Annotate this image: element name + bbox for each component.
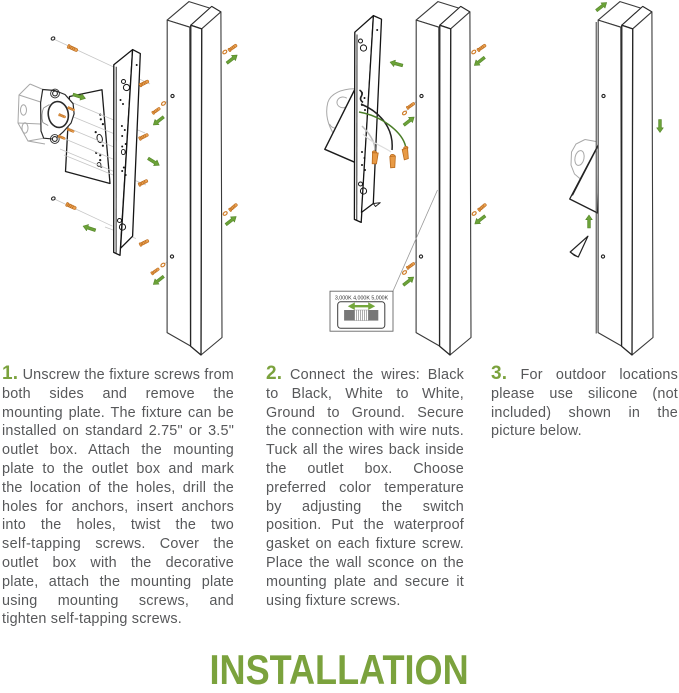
svg-text:3,000K 4,000K 5,000K: 3,000K 4,000K 5,000K: [335, 296, 389, 302]
